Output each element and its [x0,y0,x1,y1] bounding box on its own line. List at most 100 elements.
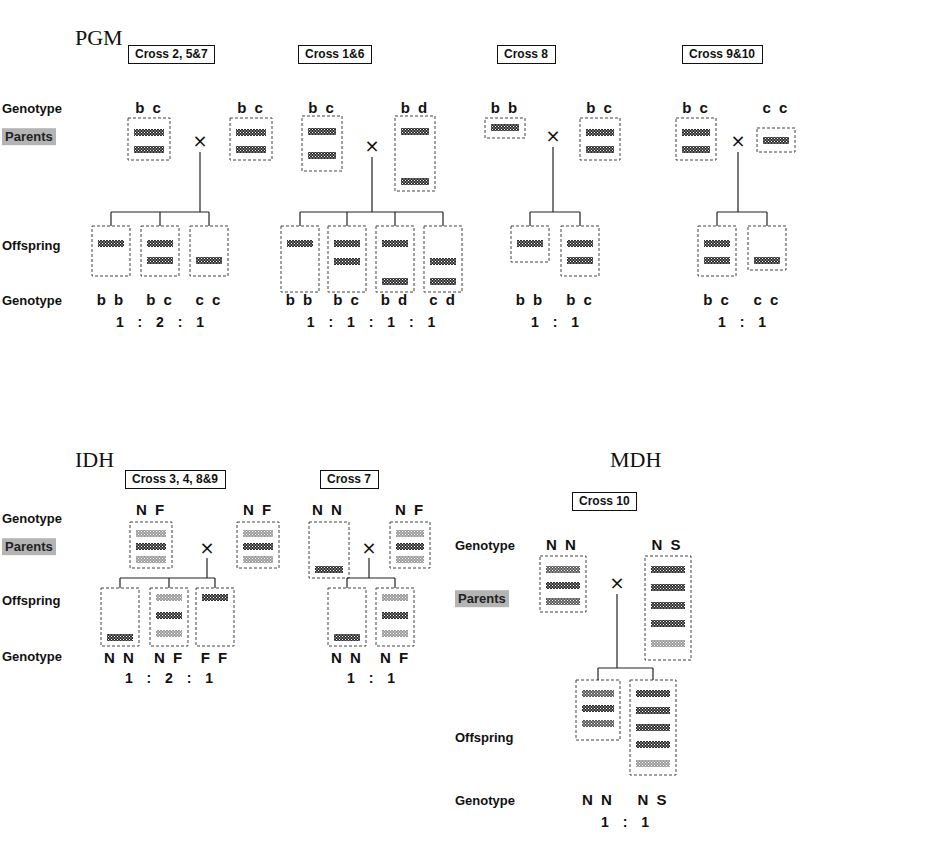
enzyme-band [382,594,408,601]
bracket-drop [346,212,347,226]
genotype-label-holder: N F [136,501,166,519]
genotype-label: b b [491,99,520,116]
genotype-label: c d [429,291,457,308]
enzyme-band [382,612,408,619]
bracket-drop [394,212,395,226]
enzyme-band [636,760,670,767]
gel-lane [424,226,462,292]
bracket-bar [120,577,215,578]
row-label-holder: Offspring [455,728,514,746]
section-title-holder: MDH [610,447,661,473]
row-label: Offspring [2,593,61,608]
bracket-drop [299,212,300,226]
gel-lane [328,226,366,292]
genotype-label-holder: b c [146,291,174,309]
genotype-label: b c [237,99,265,116]
enzyme-band [236,146,266,153]
enzyme-band [396,530,424,537]
ratio-label: 1 : 1 [531,314,579,330]
section-title: IDH [75,447,114,472]
lane-outline [748,226,786,270]
genotype-label: b b [286,291,315,308]
row-label-highlight-holder: Parents [2,537,56,555]
gel-lane [196,588,234,646]
lane-outline [676,118,716,160]
section-title-holder: IDH [75,447,114,473]
cross-symbol: × [609,572,624,593]
genotype-label: c c [763,99,790,116]
lane-outline [630,680,676,775]
enzyme-band [586,129,614,136]
lane-outline [130,522,172,568]
row-label-holder: Genotype [2,647,62,665]
enzyme-band [401,128,429,135]
enzyme-band [651,584,685,591]
lane-outline [196,588,234,646]
section-title: MDH [610,447,661,472]
enzyme-band [396,543,424,550]
gel-lane [376,226,414,292]
lane-outline [395,116,435,191]
lane-outline [540,556,586,612]
lane-outline [376,226,414,292]
cross-symbol: × [364,135,379,156]
enzyme-band [315,566,343,573]
bracket-drop [394,578,395,588]
enzyme-band [546,566,580,573]
cross-symbol-holder: × [609,572,624,593]
bracket-drop [208,212,209,226]
enzyme-band [147,240,173,247]
bracket-drop [346,578,347,588]
genotype-label-holder: c c [754,291,781,309]
enzyme-band [107,634,133,641]
genotype-label-holder: b c [566,291,594,309]
genotype-label: b c [146,291,174,308]
row-label: Genotype [455,793,515,808]
enzyme-band [243,556,273,563]
ratio-label: 1 : 1 : 1 : 1 [307,314,435,330]
enzyme-band [334,634,360,641]
genotype-label: b c [135,99,163,116]
row-label-holder: Genotype [455,536,515,554]
gel-lane [540,556,586,612]
lane-outline [511,226,549,262]
row-label: Genotype [2,293,62,308]
bracket-drop [110,212,111,226]
ratio-label-holder: 1 : 1 [531,313,579,331]
cross-header-text: Cross 10 [579,494,630,508]
enzyme-band [430,278,456,285]
enzyme-band [136,556,166,563]
enzyme-band [636,724,670,731]
cross-symbol-holder: × [192,130,207,151]
ratio-label-holder: 1 : 1 [601,813,649,831]
genotype-label-holder: b b [491,99,520,117]
lane-outline [328,226,366,292]
genotype-label-holder: N F [243,501,273,519]
bracket-drop [652,668,653,680]
gel-lane [511,226,549,262]
enzyme-band [567,257,593,264]
genotype-label: b c [682,99,710,116]
lane-outline [237,522,279,568]
bracket-drop [579,212,580,226]
cross-header-text: Cross 2, 5&7 [135,47,208,61]
gel-lane [230,118,272,160]
gel-lane [281,226,319,292]
gel-lane [141,226,179,276]
gel-lane [328,588,366,646]
gel-lane [376,588,414,646]
genotype-label: N N [104,649,136,666]
cross-symbol-holder: × [545,125,560,146]
enzyme-band [651,602,685,609]
row-label-holder: Offspring [2,236,61,254]
cross-header-box: Cross 2, 5&7 [128,45,215,64]
row-label: Offspring [455,730,514,745]
cross-header-box: Cross 9&10 [682,45,763,64]
cross-header-box: Cross 10 [572,492,637,511]
enzyme-band [651,620,685,627]
enzyme-band [134,129,164,136]
row-label-holder: Genotype [2,509,62,527]
genotype-label-holder: c d [429,291,457,309]
bracket-stem [206,558,207,578]
